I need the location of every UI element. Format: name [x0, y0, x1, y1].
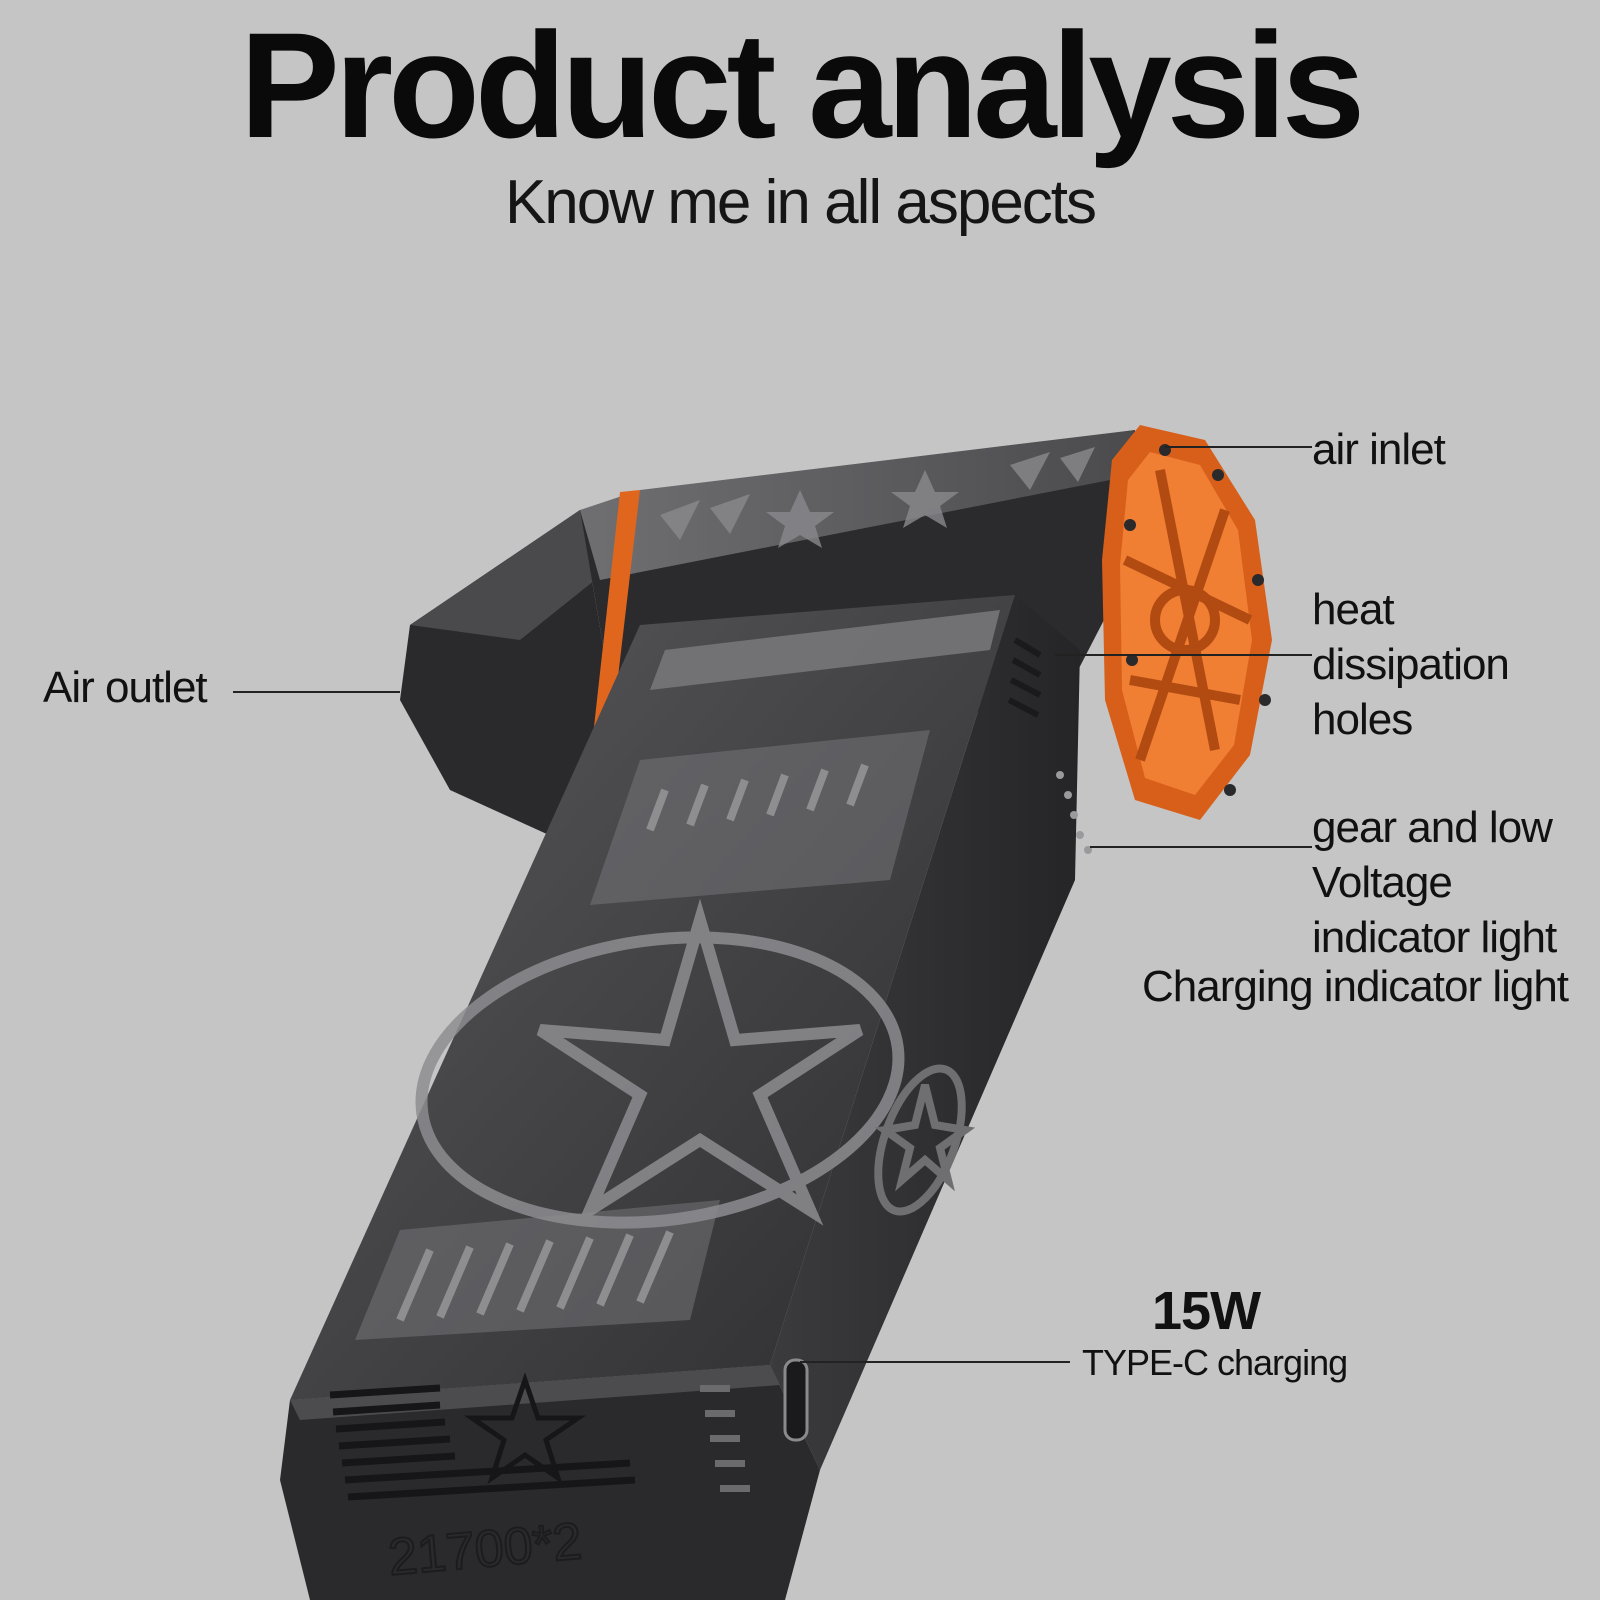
callout-heat-line-2: dissipation — [1312, 640, 1510, 689]
usb-c-port — [783, 1358, 809, 1442]
callout-air-outlet: Air outlet — [43, 663, 208, 712]
callout-gear-line-2: Voltage — [1312, 858, 1453, 907]
page-title: Product analysis — [239, 1, 1365, 169]
callout-heat-dissipation: heat dissipation holes — [1312, 582, 1510, 747]
callout-power-rating: 15W — [1152, 1281, 1261, 1341]
air-outlet-nozzle — [400, 510, 620, 840]
endcap-level-marks — [700, 1385, 750, 1492]
callout-leader-lines — [233, 446, 1312, 1363]
page-subtitle: Know me in all aspects — [504, 168, 1097, 237]
handle-body: 21700*2 — [280, 595, 1092, 1600]
side-star-emblem — [874, 1064, 976, 1216]
fan-blades — [1122, 469, 1253, 762]
callout-gear-line-3: indicator light — [1312, 913, 1557, 962]
heat-dissipation-vents — [1007, 637, 1042, 718]
callout-heat-line-1: heat — [1312, 585, 1395, 634]
callout-gear-indicator: gear and low Voltage indicator light — [1312, 800, 1557, 965]
front-grille-bars — [396, 763, 869, 1322]
endcap-star-icon — [463, 1372, 587, 1485]
callout-type-c-charging: TYPE-C charging — [1082, 1342, 1348, 1383]
callout-heat-line-3: holes — [1312, 695, 1413, 744]
top-emboss-pattern — [660, 447, 1095, 548]
front-star-emblem — [415, 898, 905, 1229]
callout-gear-line-1: gear and low — [1312, 803, 1553, 852]
callout-charging-indicator: Charging indicator light — [1142, 962, 1569, 1011]
endcap-flag-emblem — [329, 1384, 636, 1501]
air-inlet-fan — [1102, 425, 1272, 820]
orange-accent-ring — [592, 490, 640, 745]
callout-air-inlet: air inlet — [1312, 425, 1446, 474]
